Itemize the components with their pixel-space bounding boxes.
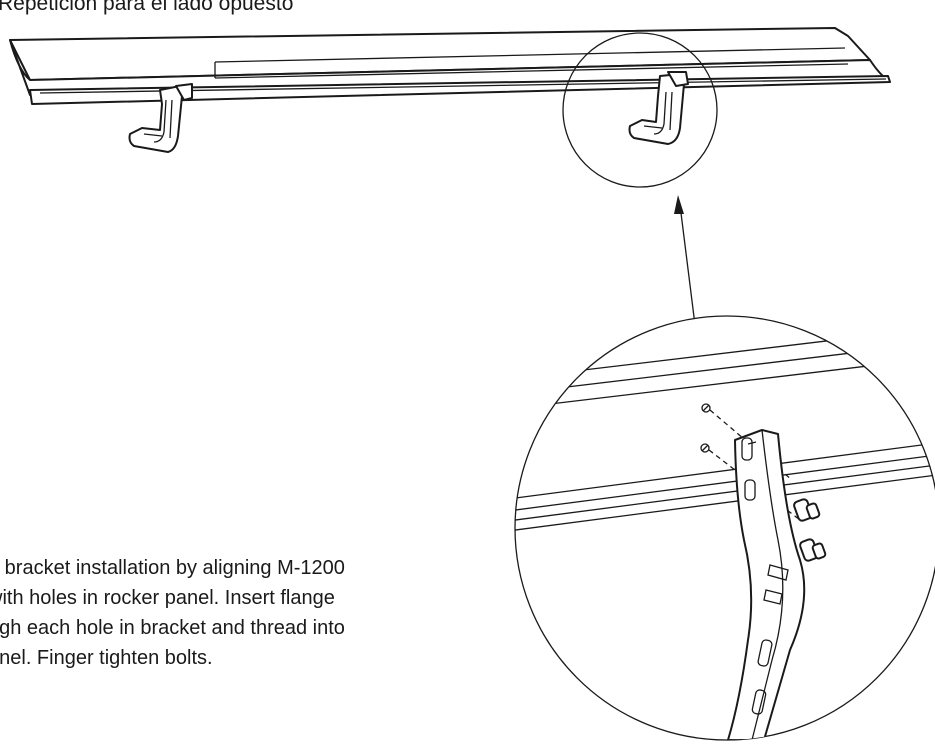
running-board — [9, 27, 891, 105]
bracket-magnified — [727, 429, 806, 740]
flange-bolt-upper — [793, 498, 821, 522]
detail-callout-circle — [562, 32, 718, 188]
instruction-line: ugh each hole in bracket and thread into — [0, 617, 345, 639]
instruction-line: e bracket installation by aligning M-120… — [0, 557, 345, 579]
diagram-caption: Repetición para el lado opuesto — [0, 0, 294, 15]
magnified-detail — [514, 315, 935, 741]
flange-bolt-lower — [799, 538, 827, 562]
instruction-line: anel. Finger tighten bolts. — [0, 647, 213, 669]
instruction-text: e bracket installation by aligning M-120… — [0, 553, 468, 673]
instruction-line: with holes in rocker panel. Insert flang… — [0, 587, 335, 609]
callout-arrow — [674, 195, 696, 326]
bracket-right — [628, 71, 689, 145]
bracket-left — [128, 83, 193, 153]
panel-hole-upper — [701, 403, 711, 413]
panel-hole-lower — [700, 443, 710, 453]
